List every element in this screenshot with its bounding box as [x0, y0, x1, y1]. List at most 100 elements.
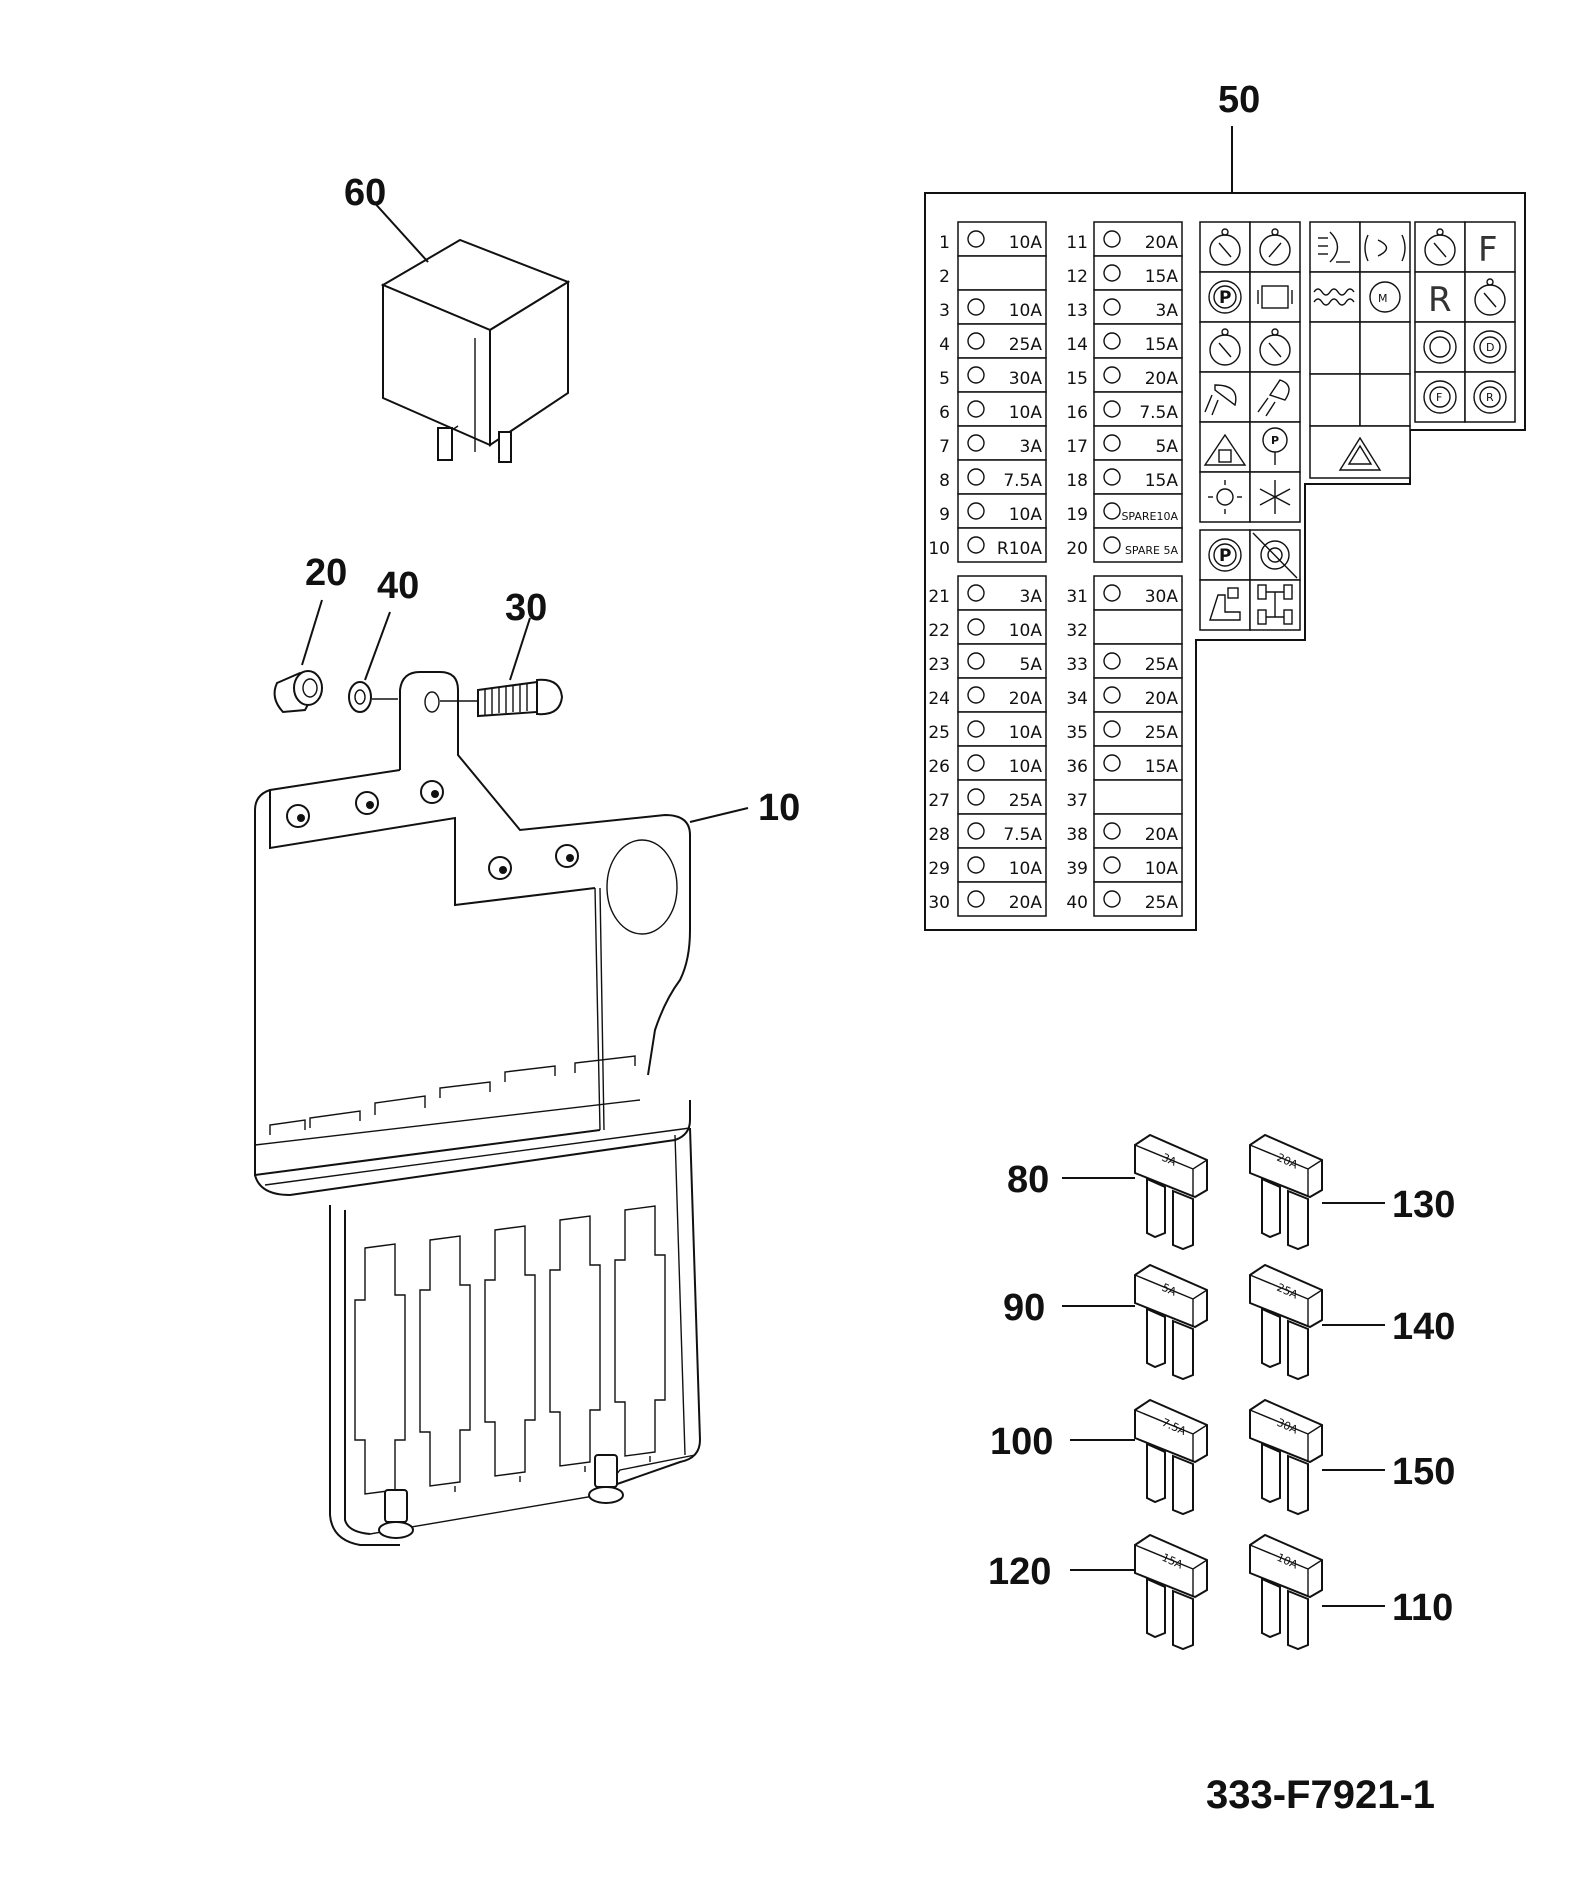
fuse-symbol-icon: [967, 502, 985, 520]
fuse-number: 31: [1066, 587, 1088, 607]
fuse-number: 13: [1066, 301, 1088, 321]
fuse-number: 14: [1066, 335, 1088, 355]
fuse-symbol-icon: [1103, 230, 1121, 248]
fuse-cell: [1093, 847, 1183, 883]
fuse-number: 32: [1066, 621, 1088, 641]
fuse-number: 39: [1066, 859, 1088, 879]
headlamp-icon: [1318, 231, 1350, 263]
fuse-number: 8: [939, 471, 950, 491]
fuse-rating: 20A: [1145, 825, 1179, 845]
fuse-number: 30: [928, 893, 950, 913]
fuse-number: 17: [1066, 437, 1088, 457]
fuse-number: 22: [928, 621, 950, 641]
fuse-cell: [1093, 323, 1183, 359]
operator-seat-lock-icon: [1209, 587, 1241, 621]
relay-part: [380, 238, 571, 463]
fuse-cell: [1093, 745, 1183, 781]
fuse-rating: 7.5A: [1003, 471, 1042, 491]
callout-40: 40: [377, 565, 419, 607]
screw-part-30: [477, 678, 564, 718]
fuse-rating: 20A: [1009, 689, 1043, 709]
fuse-cell: [957, 289, 1047, 325]
svg-text:D: D: [1486, 341, 1494, 354]
bracket-holes: [286, 780, 579, 880]
blade-fuse: 20A: [1249, 1133, 1323, 1251]
fuse-number: 20: [1066, 539, 1088, 559]
fuse-number: 36: [1066, 757, 1088, 777]
fuse-number: 29: [928, 859, 950, 879]
fuse-number: 38: [1066, 825, 1088, 845]
leader-20: [301, 599, 323, 666]
fuse-symbol-icon: [1103, 720, 1121, 738]
fuse-rating: 20A: [1145, 369, 1179, 389]
fuse-number: 6: [939, 403, 950, 423]
fuse-number: 27: [928, 791, 950, 811]
blade-fuse: 30A: [1249, 1398, 1323, 1516]
fuse-row: 32: [1066, 609, 1183, 645]
bracket-fuse-slots: [354, 1205, 666, 1500]
svg-text:P: P: [1219, 288, 1231, 308]
ignition-key-icon: [1259, 228, 1291, 266]
fuse-number: 26: [928, 757, 950, 777]
fuse-rating: 10A: [1009, 859, 1043, 879]
leader-40: [364, 611, 391, 681]
fuse-symbol-icon: [1103, 264, 1121, 282]
fuse-cell: [957, 745, 1047, 781]
fuse-cell: [957, 609, 1047, 645]
fuse-rating: 10A: [1009, 757, 1043, 777]
washer-part-40: [348, 681, 372, 713]
fuse-cell: [1093, 493, 1183, 529]
gear-reverse-icon: R: [1473, 380, 1507, 414]
nut-part-20: [273, 670, 323, 714]
fuse-number: 34: [1066, 689, 1088, 709]
callout-60: 60: [344, 172, 386, 214]
fuse-number: 35: [1066, 723, 1088, 743]
fuse-rating: 5A: [1156, 437, 1179, 457]
fuse-cell: [1093, 289, 1183, 325]
relay-label-f: F: [1478, 230, 1498, 270]
fuse-number: 3: [939, 301, 950, 321]
blade-fuse: 3A: [1134, 1133, 1208, 1251]
fuse-symbol-icon: [1103, 686, 1121, 704]
svg-text:R: R: [1486, 391, 1494, 404]
blade-fuse: 10A: [1249, 1533, 1323, 1651]
fuse-number: 24: [928, 689, 950, 709]
fuse-rating: R10A: [997, 539, 1042, 559]
fuse-rating: 10A: [1145, 859, 1179, 879]
work-light-icon: [1204, 384, 1237, 416]
fuse-rating: 25A: [1009, 791, 1043, 811]
fuse-number: 2: [939, 267, 950, 287]
fuse-symbol-icon: [967, 822, 985, 840]
fuse-symbol-icon: [1103, 468, 1121, 486]
fuse-number: 40: [1066, 893, 1088, 913]
fuse-number: 21: [928, 587, 950, 607]
fuse-number: 12: [1066, 267, 1088, 287]
fuse-symbol-icon: [1103, 536, 1121, 554]
fuse-cell: [957, 575, 1047, 611]
fuse-rating: 25A: [1145, 655, 1179, 675]
fuse-symbol-icon: [967, 584, 985, 602]
callout-50: 50: [1218, 79, 1260, 121]
fuse-symbol-icon: [1103, 434, 1121, 452]
fuse-rating: 10A: [1009, 403, 1043, 423]
fuse-cell: [957, 677, 1047, 713]
fuse-rating: 15A: [1145, 267, 1179, 287]
fuse-cell: [957, 881, 1047, 917]
leader-30: [509, 617, 531, 681]
fuse-number: 9: [939, 505, 950, 525]
fuse-rating: 10A: [1009, 505, 1043, 525]
